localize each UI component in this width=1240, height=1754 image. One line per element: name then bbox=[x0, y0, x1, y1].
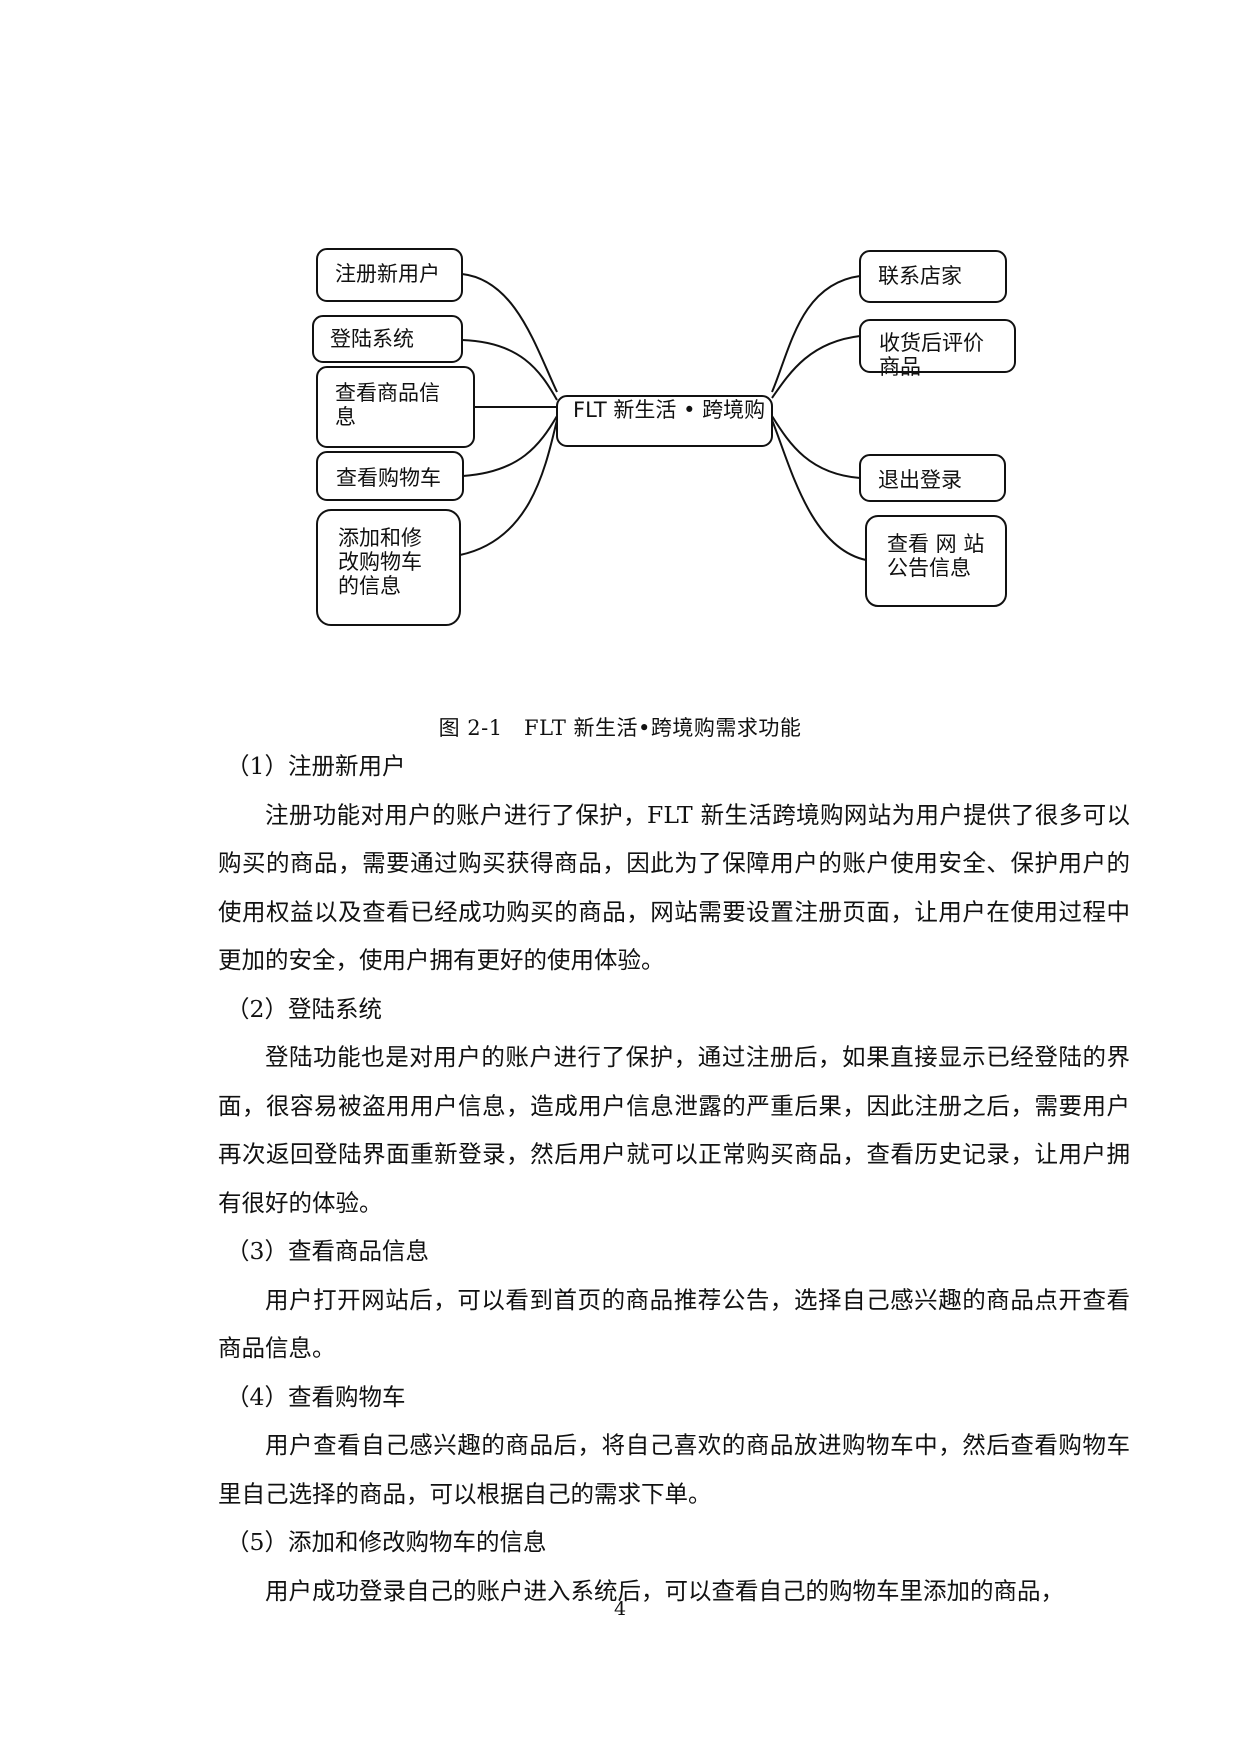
section-paragraph-1: 注册功能对用户的账户进行了保护，FLT 新生活跨境购网站为用户提供了很多可以购买… bbox=[218, 800, 1130, 975]
center-node-label: FLT 新生活 • 跨境购 bbox=[573, 398, 765, 422]
section-heading-4: （4）查看购物车 bbox=[226, 1382, 406, 1411]
center-node-box bbox=[556, 395, 773, 447]
connector-left-5 bbox=[459, 419, 558, 556]
connector-left-2 bbox=[461, 339, 558, 401]
node-view-cart: 查看购物车 bbox=[336, 466, 441, 490]
section-heading-2: （2）登陆系统 bbox=[226, 994, 382, 1023]
node-edit-cart: 添加和修改购物车的信息 bbox=[338, 526, 422, 598]
node-register: 注册新用户 bbox=[335, 262, 440, 286]
node-login: 登陆系统 bbox=[330, 327, 414, 351]
connector-right-1 bbox=[771, 275, 861, 393]
section-heading-3: （3）查看商品信息 bbox=[226, 1237, 429, 1265]
body-text: （1）注册新用户 注册功能对用户的账户进行了保护，FLT 新生活跨境购网站为用户… bbox=[218, 742, 1130, 1615]
section-heading-1: （1）注册新用户 bbox=[226, 752, 406, 780]
section-paragraph-5: 用户成功登录自己的账户进入系统后，可以查看自己的购物车里添加的商品， bbox=[265, 1576, 1064, 1605]
requirements-mind-map: FLT 新生活 • 跨境购 注册新用户 登陆系统 查看商品信息 查看购物车 添加… bbox=[312, 248, 1016, 626]
connector-right-2 bbox=[771, 335, 861, 399]
page-number: 4 bbox=[613, 1598, 627, 1620]
node-box-contact-shop bbox=[859, 250, 1007, 303]
node-logout: 退出登录 bbox=[878, 468, 962, 492]
node-box-register bbox=[316, 248, 463, 302]
section-paragraph-2: 登陆功能也是对用户的账户进行了保护，通过注册后，如果直接显示已经登陆的界面，很容… bbox=[218, 1043, 1130, 1217]
node-box-logout bbox=[859, 454, 1006, 502]
node-contact-shop: 联系店家 bbox=[878, 264, 962, 288]
connector-left-1 bbox=[461, 273, 558, 393]
node-view-product: 查看商品信息 bbox=[335, 381, 440, 429]
node-box-view-cart bbox=[316, 451, 464, 501]
node-announcement: 查看 网 站公告信息 bbox=[887, 532, 984, 580]
connector-right-3 bbox=[771, 415, 861, 479]
node-review: 收货后评价商品 bbox=[879, 331, 984, 379]
section-paragraph-3: 用户打开网站后，可以看到首页的商品推荐公告，选择自己感兴趣的商品点开查看商品信息… bbox=[218, 1285, 1130, 1363]
figure-caption: 图 2-1 FLT 新生活•跨境购需求功能 bbox=[438, 716, 802, 740]
section-heading-5: （5）添加和修改购物车的信息 bbox=[226, 1528, 547, 1556]
connector-right-4 bbox=[771, 419, 867, 561]
node-box-announcement bbox=[865, 515, 1007, 607]
node-box-review bbox=[859, 319, 1016, 373]
section-paragraph-4: 用户查看自己感兴趣的商品后，将自己喜欢的商品放进购物车中，然后查看购物车里自己选… bbox=[218, 1431, 1130, 1508]
connector-left-4 bbox=[462, 415, 558, 477]
node-box-edit-cart bbox=[316, 509, 461, 626]
node-box-login bbox=[312, 315, 463, 363]
node-box-view-product bbox=[316, 366, 475, 448]
